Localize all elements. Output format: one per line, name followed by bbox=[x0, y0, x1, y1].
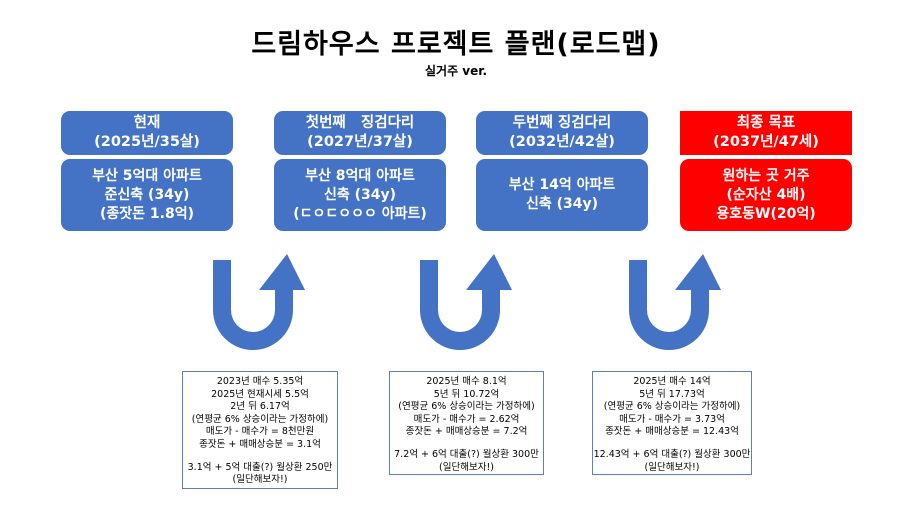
stage-4-body-line-1: 원하는 곳 거주 bbox=[722, 167, 810, 184]
page-title: 드림하우스 프로젝트 플랜(로드맵) bbox=[251, 29, 661, 60]
stage-1-body-line-2: 준신축 (34y) bbox=[104, 186, 190, 203]
note-1-line: 2025년 현재시세 5.5억 bbox=[211, 388, 309, 400]
stage-2-body-line-3: (ㄷㅇㄷㅇㅇㅇ 아파트) bbox=[293, 205, 427, 222]
note-1-line: 매도가 - 매수가 = 8천만원 bbox=[205, 426, 315, 438]
stage-2-header: 첫번째 징검다리 (2027년/37살) bbox=[274, 111, 446, 155]
stage-3-body: 부산 14억 아파트 신축 (34y) bbox=[476, 159, 648, 231]
stage-4-body-line-2: (순자산 4배) bbox=[726, 186, 806, 203]
u-turn-arrow-icon bbox=[207, 254, 305, 350]
note-1-line: 종잣돈 + 매매상승분 = 3.1억 bbox=[199, 438, 321, 450]
u-turn-arrow-icon bbox=[623, 254, 721, 350]
note-3-line: 12.43억 + 6억 대출(?) 월상환 300만 bbox=[593, 448, 751, 460]
note-3-line: 매도가 - 매수가 = 3.73억 bbox=[619, 413, 725, 425]
stage-2-body-line-2: 신축 (34y) bbox=[323, 186, 397, 203]
note-2-line: 5년 뒤 10.72억 bbox=[433, 388, 500, 400]
stage-2-body-line-1: 부산 8억대 아파트 bbox=[305, 167, 415, 184]
stage-4-header: 최종 목표 (2037년/47세) bbox=[680, 111, 852, 155]
note-3-line: (연평균 6% 상승이라는 가정하에) bbox=[603, 401, 741, 413]
u-turn-arrow-icon bbox=[414, 254, 512, 350]
stage-3-header: 두번째 징검다리 (2032년/42살) bbox=[476, 111, 648, 155]
page-subtitle: 실거주 ver. bbox=[424, 64, 488, 78]
note-3-line: 종잣돈 + 매매상승분 = 12.43억 bbox=[605, 426, 739, 438]
note-2-line: 7.2억 + 6억 대출(?) 월상환 300만 bbox=[394, 448, 539, 460]
stage-3-header-line-1: 두번째 징검다리 bbox=[512, 115, 612, 131]
stage-1-body-line-1: 부산 5억대 아파트 bbox=[92, 167, 202, 184]
stage-3-header-line-2: (2032년/42살) bbox=[509, 134, 615, 150]
note-box-1: 2023년 매수 5.35억 2025년 현재시세 5.5억 2년 뒤 6.17… bbox=[182, 371, 338, 489]
note-2-line: (일단해보자!) bbox=[439, 461, 494, 473]
note-1-line: 2년 뒤 6.17억 bbox=[230, 401, 290, 413]
note-2-line: 매도가 - 매수가 = 2.62억 bbox=[413, 413, 520, 425]
note-1-line: 2023년 매수 5.35억 bbox=[216, 376, 304, 387]
stage-2-header-line-1: 첫번째 징검다리 bbox=[305, 115, 415, 131]
stage-1-body-line-3: (종잣돈 1.8억) bbox=[100, 205, 194, 222]
stage-2-body: 부산 8억대 아파트 신축 (34y) (ㄷㅇㄷㅇㅇㅇ 아파트) bbox=[274, 159, 446, 231]
stage-1-body: 부산 5억대 아파트 준신축 (34y) (종잣돈 1.8억) bbox=[61, 159, 233, 231]
note-3-line: (일단해보자!) bbox=[644, 461, 700, 473]
note-3-line: 5년 뒤 17.73억 bbox=[639, 388, 705, 400]
stage-4-body-line-3: 용호동W(20억) bbox=[716, 205, 816, 222]
note-2-line: 2025년 매수 8.1억 bbox=[426, 376, 507, 387]
note-2-line: 종잣돈 + 매매상승분 = 7.2억 bbox=[405, 426, 528, 438]
note-1-line: 3.1억 + 5억 대출(?) 월상환 250만 bbox=[187, 461, 333, 473]
stage-2-header-line-2: (2027년/37살) bbox=[307, 134, 413, 150]
stage-1-header-line-2: (2025년/35살) bbox=[94, 134, 200, 150]
note-box-2: 2025년 매수 8.1억 5년 뒤 10.72억 (연평균 6% 상승이라는 … bbox=[389, 371, 544, 475]
note-2-line: (연평균 6% 상승이라는 가정하에) bbox=[398, 401, 535, 413]
stage-4-header-line-1: 최종 목표 bbox=[736, 115, 796, 131]
note-1-line: (일단해보자!) bbox=[232, 474, 288, 486]
stage-3-body-line-1: 부산 14억 아파트 bbox=[508, 177, 616, 193]
note-1-line: (연평균 6% 상승이라는 가정하에) bbox=[191, 413, 329, 425]
stage-3-body-line-2: 신축 (34y) bbox=[525, 196, 599, 212]
note-box-3: 2025년 매수 14억 5년 뒤 17.73억 (연평균 6% 상승이라는 가… bbox=[592, 371, 752, 475]
stage-4-header-line-2: (2037년/47세) bbox=[713, 134, 819, 150]
stage-1-header: 현재 (2025년/35살) bbox=[61, 111, 233, 155]
note-3-line: 2025년 매수 14억 bbox=[633, 376, 711, 387]
stage-4-body: 원하는 곳 거주 (순자산 4배) 용호동W(20억) bbox=[680, 159, 852, 231]
stage-1-header-line-1: 현재 bbox=[133, 115, 161, 131]
